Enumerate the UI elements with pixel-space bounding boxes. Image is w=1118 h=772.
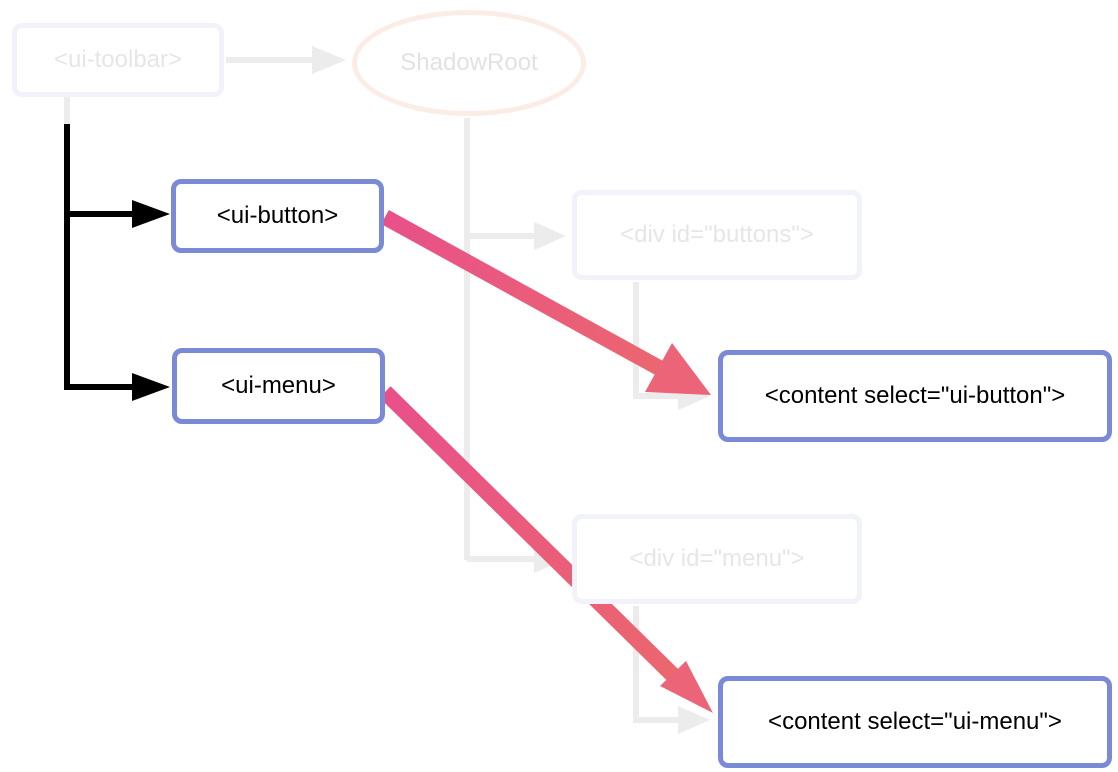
- node-ui-button: <ui-button>: [171, 179, 384, 253]
- node-ui-toolbar: <ui-toolbar>: [12, 23, 224, 97]
- light-dom-tree-connector: [64, 124, 170, 401]
- node-label: ShadowRoot: [400, 49, 538, 76]
- node-label: <div id="menu">: [629, 545, 805, 572]
- node-label: <ui-toolbar>: [53, 46, 183, 73]
- node-label: <ui-button>: [216, 202, 339, 229]
- node-div-menu: <div id="menu">: [572, 514, 862, 604]
- node-label: <div id="buttons">: [620, 221, 814, 248]
- faded-arrow-toolbar-to-shadowroot: [226, 46, 346, 74]
- projection-arrow-ui-menu: [379, 386, 713, 713]
- node-content-ui-button: <content select="ui-button">: [718, 350, 1112, 442]
- node-shadow-root: ShadowRoot: [352, 10, 586, 116]
- node-div-buttons: <div id="buttons">: [572, 190, 862, 280]
- node-ui-menu: <ui-menu>: [172, 348, 385, 424]
- faded-arrow-to-div-buttons: [467, 222, 566, 250]
- node-label: <content select="ui-menu">: [768, 708, 1062, 735]
- node-label: <ui-menu>: [221, 372, 336, 399]
- node-content-ui-menu: <content select="ui-menu">: [718, 676, 1112, 768]
- projection-arrow-ui-button: [381, 209, 711, 395]
- node-label: <content select="ui-button">: [764, 382, 1066, 409]
